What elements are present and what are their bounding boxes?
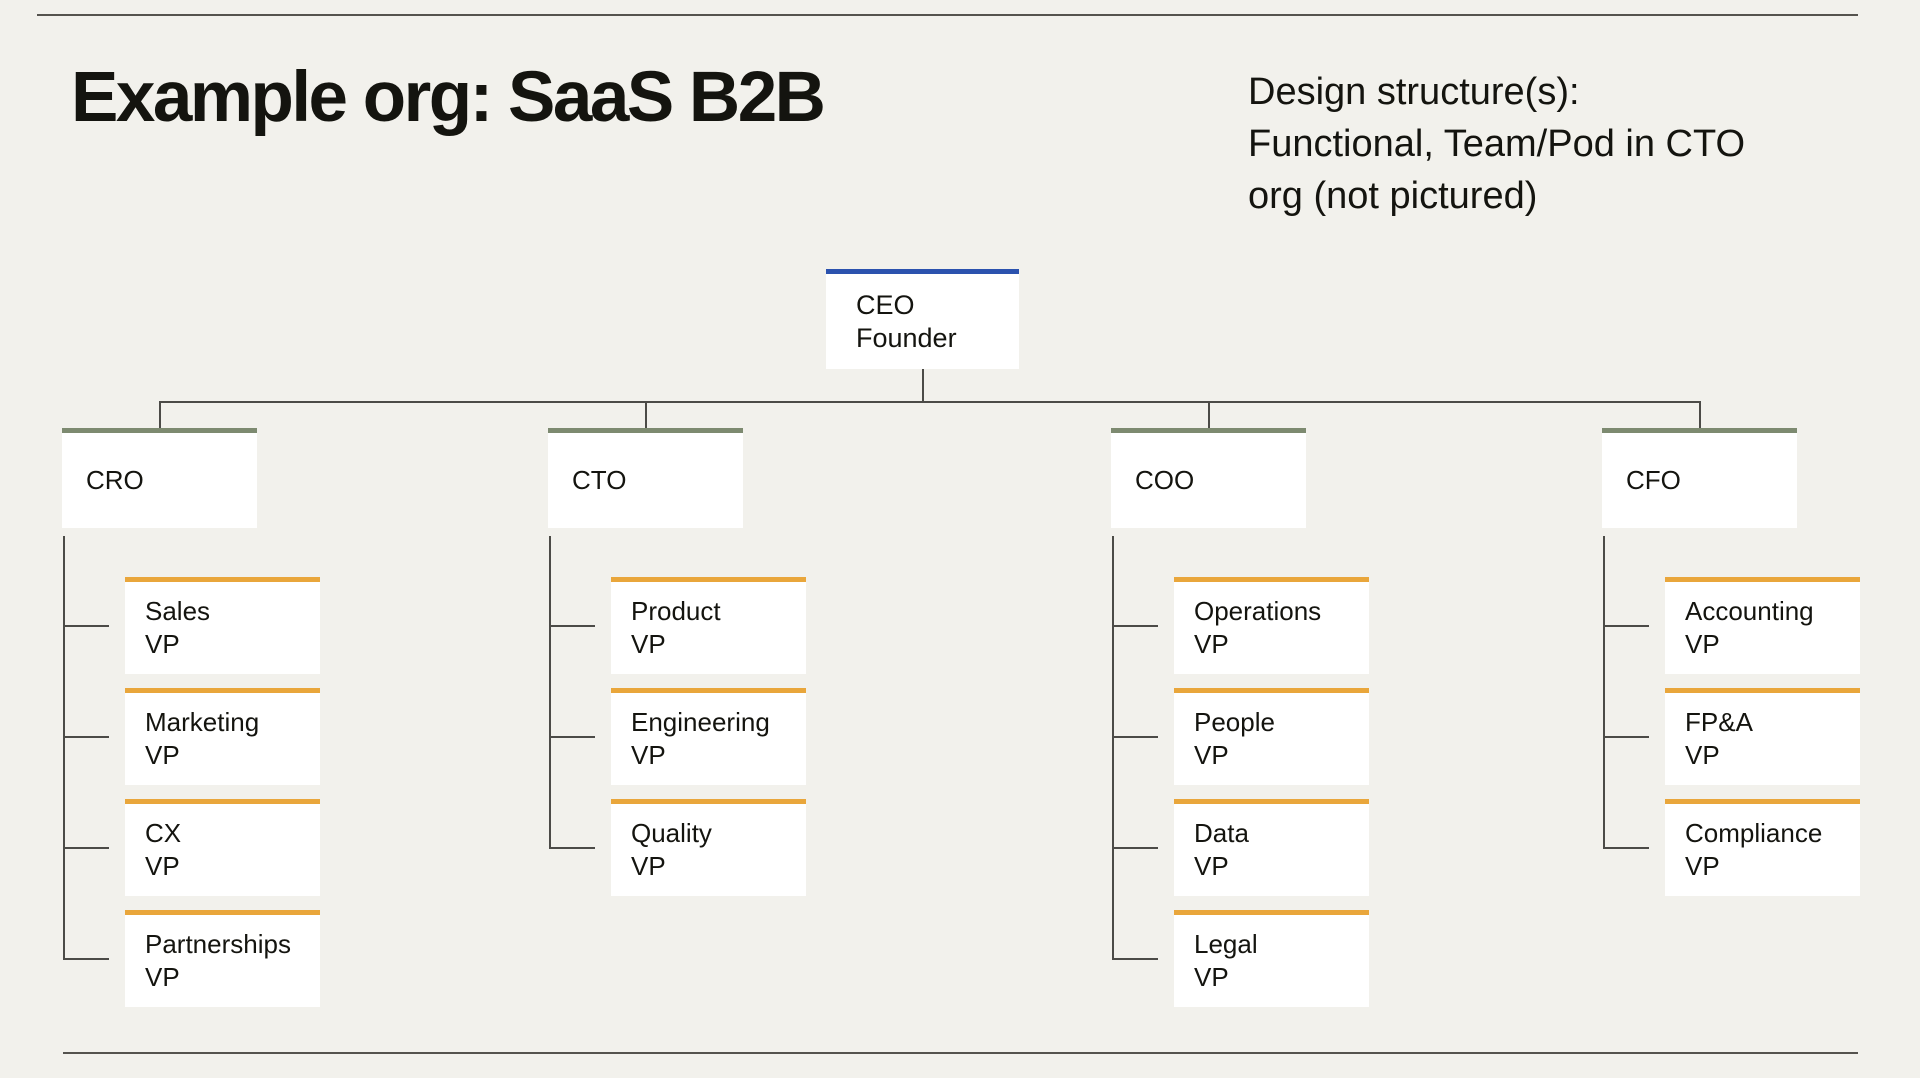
node-title: FP&A [1685, 707, 1753, 737]
node-subtitle: VP [631, 629, 666, 659]
connector-elbow [63, 625, 109, 627]
note-line-2: Functional, Team/Pod in CTO [1248, 123, 1746, 165]
connector-branch-drop [1208, 401, 1210, 428]
node-title: Engineering [631, 707, 770, 737]
bottom-divider [63, 1052, 1858, 1054]
connector-elbow [1112, 847, 1158, 849]
node-subtitle: VP [145, 962, 180, 992]
node-subtitle: VP [1685, 629, 1720, 659]
design-structure-note: Design structure(s): Functional, Team/Po… [1248, 66, 1745, 222]
node-title: Product [631, 596, 721, 626]
org-node-branch-coo: COO [1111, 428, 1306, 528]
org-node-branch-cro: CRO [62, 428, 257, 528]
node-title: Marketing [145, 707, 260, 737]
connector-spine [549, 536, 551, 849]
node-title: Partnerships [145, 929, 291, 959]
connector-elbow [1603, 625, 1649, 627]
node-title: People [1194, 707, 1275, 737]
node-subtitle: VP [1194, 851, 1229, 881]
node-subtitle: VP [145, 851, 180, 881]
node-title: Compliance [1685, 818, 1823, 848]
connector-root-stub [922, 369, 924, 401]
node-title: Accounting [1685, 596, 1814, 626]
node-title: CRO [86, 465, 144, 495]
node-subtitle: VP [1194, 629, 1229, 659]
connector-elbow [63, 847, 109, 849]
connector-elbow [1603, 736, 1649, 738]
connector-elbow [1112, 736, 1158, 738]
connector-spine [1603, 536, 1605, 849]
node-title: Quality [631, 818, 712, 848]
node-subtitle: VP [1194, 740, 1229, 770]
connector-elbow [1112, 625, 1158, 627]
connector-elbow [549, 736, 595, 738]
note-line-3: org (not pictured) [1248, 175, 1538, 217]
node-title: Data [1194, 818, 1249, 848]
node-title: CEO [856, 289, 915, 320]
node-subtitle: VP [631, 851, 666, 881]
page-title: Example org: SaaS B2B [71, 58, 826, 137]
connector-elbow [63, 958, 109, 960]
connector-elbow [549, 625, 595, 627]
connector-branch-drop [1699, 401, 1701, 428]
connector-elbow [549, 847, 595, 849]
node-title: Operations [1194, 596, 1322, 626]
org-node-branch-cto: CTO [548, 428, 743, 528]
connector-elbow [63, 736, 109, 738]
connector-elbow [1603, 847, 1649, 849]
connector-branch-drop [159, 401, 161, 428]
node-subtitle: VP [145, 629, 180, 659]
node-subtitle: VP [1194, 962, 1229, 992]
node-title: CFO [1626, 465, 1681, 495]
note-line-1: Design structure(s): [1248, 71, 1580, 113]
node-title: COO [1135, 465, 1195, 495]
node-subtitle: VP [145, 740, 180, 770]
org-node-branch-cfo: CFO [1602, 428, 1797, 528]
node-title: Sales [145, 596, 211, 626]
connector-spine [1112, 536, 1114, 960]
node-title: Legal [1194, 929, 1258, 959]
node-title: CTO [572, 465, 627, 495]
node-subtitle: Founder [856, 322, 957, 353]
node-subtitle: VP [631, 740, 666, 770]
node-subtitle: VP [1685, 740, 1720, 770]
node-subtitle: VP [1685, 851, 1720, 881]
connector-elbow [1112, 958, 1158, 960]
node-title: CX [145, 818, 182, 848]
connector-spine [63, 536, 65, 960]
connector-branch-drop [645, 401, 647, 428]
connector-bus [159, 401, 1701, 403]
top-divider [37, 14, 1858, 16]
